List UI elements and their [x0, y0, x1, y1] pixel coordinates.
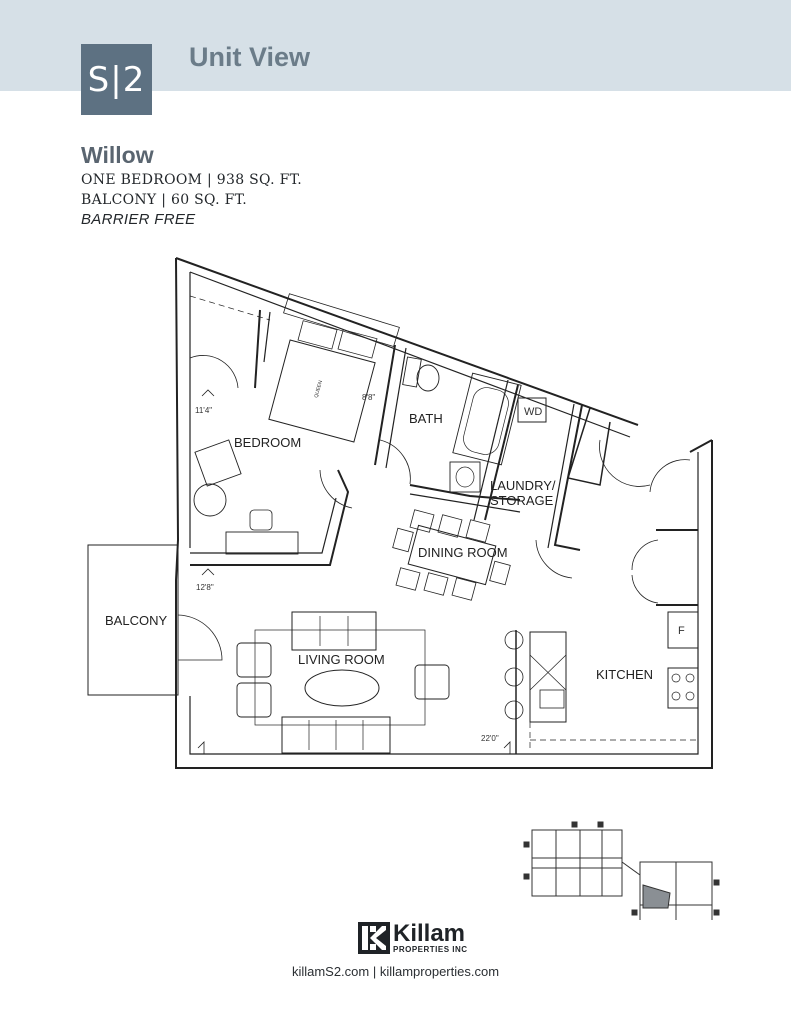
- room-storage: STORAGE: [490, 493, 554, 508]
- dimension-bedroom-width: 11'4": [195, 406, 212, 415]
- room-laundry: LAUNDRY/: [490, 478, 556, 493]
- kitchen-island: [529, 631, 567, 723]
- dimension-bedroom-wall: 8'8": [362, 393, 375, 402]
- coffee-table: [304, 669, 380, 707]
- floor-plan: BEDROOM BATH LAUNDRY/ STORAGE DINING ROO…: [87, 257, 720, 920]
- killam-wordmark: Killam: [393, 919, 466, 947]
- unit-spec-bedroom: ONE BEDROOM | 938 SQ. FT.: [81, 172, 302, 188]
- room-balcony: BALCONY: [105, 613, 167, 628]
- bed-label: QUEEN: [314, 379, 324, 398]
- bathtub: [452, 372, 522, 466]
- dimension-living-width: 12'8": [196, 583, 214, 592]
- killam-k-icon: [358, 922, 390, 954]
- exterior-wall: [175, 257, 713, 769]
- stove: [667, 667, 699, 709]
- killam-subtitle: PROPERTIES INC: [393, 944, 468, 954]
- dimension-living-length: 22'0": [481, 734, 499, 743]
- washer-dryer-label: WD: [524, 406, 542, 418]
- room-bedroom: BEDROOM: [234, 435, 301, 450]
- desk: [225, 531, 299, 555]
- unit-spec-accessibility: BARRIER FREE: [81, 211, 196, 228]
- dining-table: [407, 524, 497, 586]
- killam-logo: Killam PROPERTIES INC: [358, 919, 468, 954]
- queen-bed: [268, 339, 376, 443]
- room-kitchen: KITCHEN: [596, 667, 653, 682]
- building-keyplan: [523, 821, 720, 920]
- room-dining: DINING ROOM: [418, 545, 508, 560]
- highlighted-unit: [642, 884, 671, 909]
- unit-name: Willow: [81, 142, 154, 168]
- sofa-top: [291, 611, 377, 651]
- page-title: Unit View: [189, 42, 311, 72]
- fridge-label: F: [678, 625, 685, 637]
- footer-links: killamS2.com | killamproperties.com: [291, 964, 500, 979]
- unit-spec-balcony: BALCONY | 60 SQ. FT.: [81, 192, 247, 208]
- washer-dryer: [517, 397, 547, 423]
- balcony-area: [87, 544, 179, 696]
- room-living: LIVING ROOM: [298, 652, 385, 667]
- sofa-bottom: [281, 716, 391, 754]
- s2-logo: S|2: [81, 44, 152, 115]
- room-bath: BATH: [409, 411, 443, 426]
